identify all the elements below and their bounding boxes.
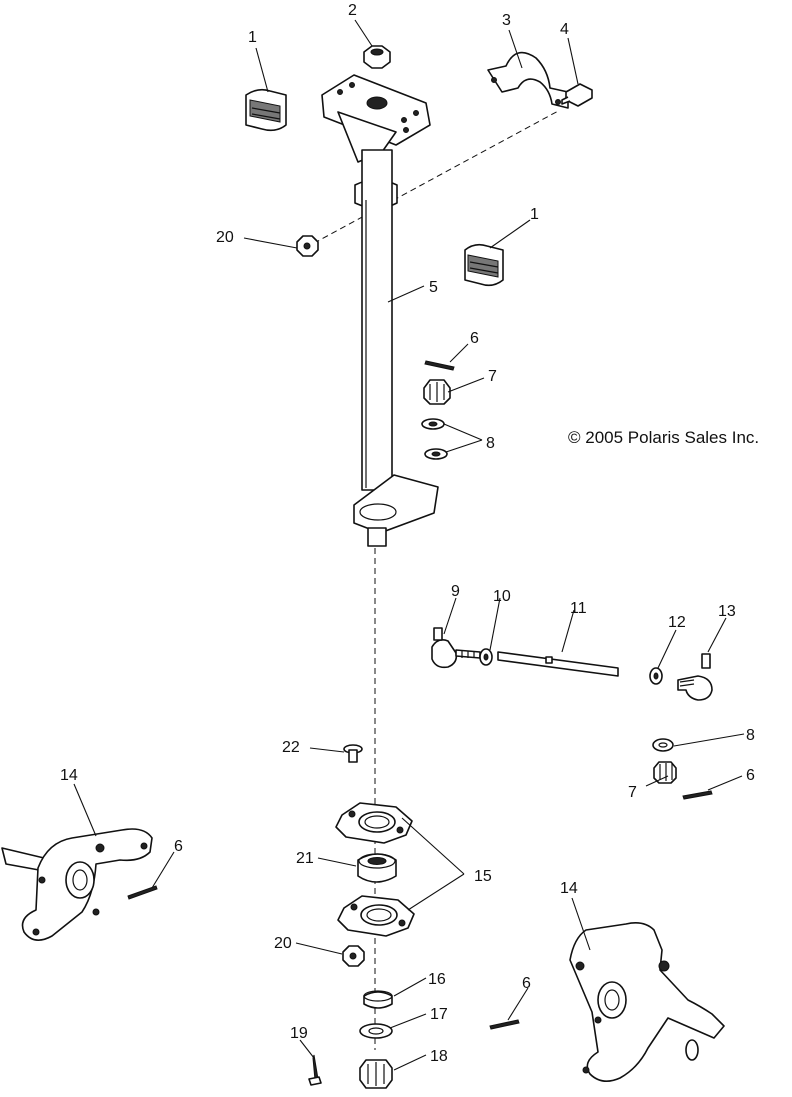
callout-14-left: 14 <box>60 767 78 784</box>
clamp-bracket-icon <box>487 51 569 109</box>
spindle-icon <box>1 828 153 941</box>
assembly-line-clamp <box>304 109 561 249</box>
cotter-pin-icon <box>424 360 455 371</box>
castle-nut-icon <box>423 379 451 405</box>
callout-6-left: 6 <box>174 838 183 855</box>
callout-21: 21 <box>296 850 314 867</box>
callout-6-lower: 6 <box>522 975 531 992</box>
washer-icon <box>359 1023 393 1039</box>
bushing-icon <box>245 88 287 132</box>
spindle-icon <box>569 922 725 1082</box>
callout-7-upper: 7 <box>488 368 497 385</box>
bearing-flange-icon <box>337 895 415 937</box>
castle-nut-icon <box>359 1059 393 1089</box>
bushing-icon <box>464 243 504 287</box>
callout-1-right: 1 <box>530 206 539 223</box>
callout-7-right: 7 <box>628 784 637 801</box>
bolt-icon <box>308 1054 322 1086</box>
callout-10: 10 <box>493 588 511 605</box>
callout-22: 22 <box>282 739 300 756</box>
callout-9: 9 <box>451 583 460 600</box>
nut-icon <box>342 945 365 967</box>
cotter-pin-icon <box>127 885 158 900</box>
callout-20-upper: 20 <box>216 229 234 246</box>
steering-post-icon <box>321 74 439 547</box>
washer-icon <box>421 418 448 460</box>
callout-2: 2 <box>348 2 357 19</box>
tie-rod-end-icon <box>431 627 481 669</box>
callout-15: 15 <box>474 868 492 885</box>
callout-14-right: 14 <box>560 880 578 897</box>
callout-19: 19 <box>290 1025 308 1042</box>
callout-5: 5 <box>429 279 438 296</box>
leader-lines <box>73 19 745 1071</box>
washer-icon <box>652 738 674 752</box>
callout-13: 13 <box>718 603 736 620</box>
nut-icon <box>296 235 319 257</box>
callout-17: 17 <box>430 1006 448 1023</box>
callout-20-lower: 20 <box>274 935 292 952</box>
tie-rod-end-icon <box>677 653 713 701</box>
bearing-icon <box>357 853 397 883</box>
copyright-notice: © 2005 Polaris Sales Inc. <box>568 428 759 447</box>
callout-18: 18 <box>430 1048 448 1065</box>
jam-nut-icon <box>479 648 493 666</box>
callout-8-upper: 8 <box>486 435 495 452</box>
bolt-icon <box>343 744 363 763</box>
nut-icon <box>363 45 391 69</box>
cotter-pin-icon <box>682 790 713 800</box>
callout-4: 4 <box>560 21 569 38</box>
callout-16: 16 <box>428 971 446 988</box>
jam-nut-icon <box>649 667 663 685</box>
bolt-icon <box>561 83 593 107</box>
callout-1-upper: 1 <box>248 29 257 46</box>
callout-6-right: 6 <box>746 767 755 784</box>
callout-6-upper: 6 <box>470 330 479 347</box>
castle-nut-icon <box>653 761 677 784</box>
callout-3: 3 <box>502 12 511 29</box>
bearing-flange-icon <box>335 802 413 844</box>
tie-rod-icon <box>497 651 619 677</box>
callout-11: 11 <box>570 600 587 617</box>
callout-8-right: 8 <box>746 727 755 744</box>
cotter-pin-icon <box>489 1019 520 1030</box>
callout-12: 12 <box>668 614 686 631</box>
seal-icon <box>363 990 393 1009</box>
